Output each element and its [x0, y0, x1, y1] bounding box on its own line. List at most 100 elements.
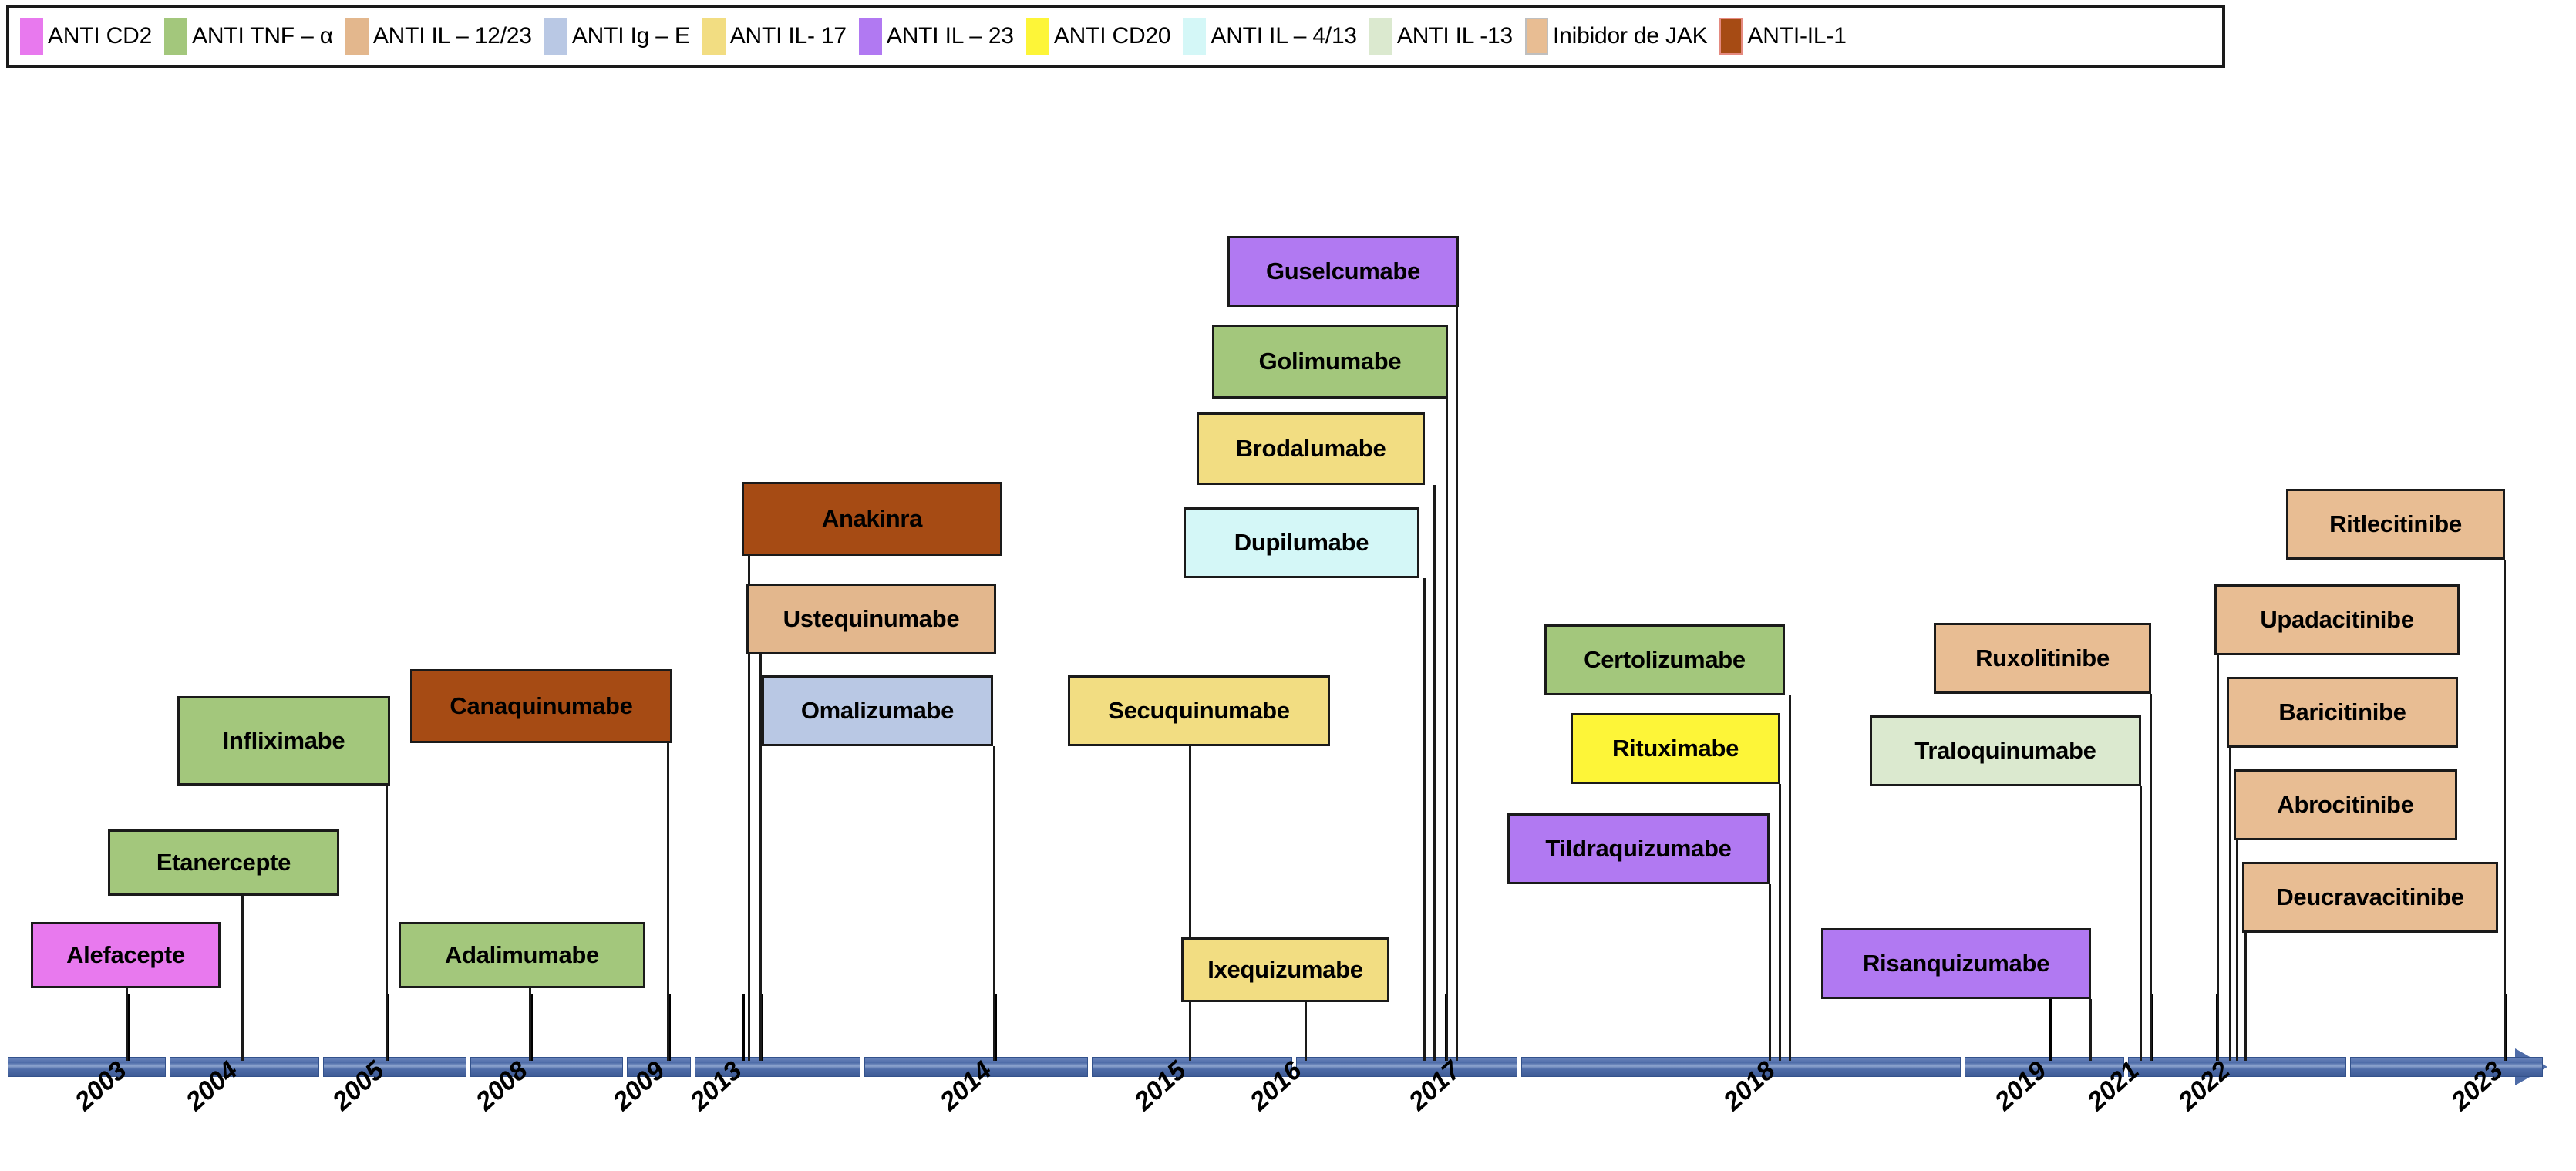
- drug-box-deucravacitinibe[interactable]: Deucravacitinibe: [2242, 862, 2498, 933]
- axis-segment: [1296, 1057, 1517, 1077]
- drug-box-rituximabe[interactable]: Rituximabe: [1571, 713, 1780, 784]
- legend-item: ANTI CD2: [20, 18, 163, 55]
- connector-stem: [2217, 655, 2219, 1061]
- year-tick: [668, 994, 671, 1061]
- legend-item: ANTI IL- 17: [702, 18, 857, 55]
- axis-segment: [1965, 1057, 2124, 1077]
- drug-box-baricitinibe[interactable]: Baricitinibe: [2227, 677, 2458, 748]
- axis-segment: [323, 1057, 466, 1077]
- legend-item-label: ANTI IL- 17: [729, 23, 847, 49]
- connector-stem: [1789, 695, 1791, 1061]
- connector-stem: [1305, 1002, 1307, 1061]
- legend-swatch-icon: [1719, 18, 1743, 55]
- year-tick: [530, 994, 533, 1061]
- axis-segment: [470, 1057, 623, 1077]
- drug-box-adalimumabe[interactable]: Adalimumabe: [399, 922, 645, 988]
- legend-item: ANTI IL – 23: [858, 18, 1025, 55]
- drug-box-ritlecitinibe[interactable]: Ritlecitinibe: [2286, 489, 2505, 560]
- connector-stem: [386, 786, 388, 1061]
- legend-item-label: ANTI CD20: [1053, 23, 1171, 49]
- legend-swatch-icon: [544, 18, 567, 55]
- drug-box-tildraquizumabe[interactable]: Tildraquizumabe: [1507, 813, 1770, 884]
- legend-item-label: ANTI Ig – E: [571, 23, 690, 49]
- drug-box-traloquinumabe[interactable]: Traloquinumabe: [1870, 715, 2141, 786]
- connector-stem: [2229, 748, 2231, 1061]
- legend-item: ANTI Ig – E: [544, 18, 701, 55]
- legend-item-label: ANTI TNF – α: [192, 23, 333, 49]
- drug-box-certolizumabe[interactable]: Certolizumabe: [1544, 624, 1785, 695]
- connector-stem: [1456, 307, 1458, 1061]
- connector-stem: [2236, 840, 2238, 1061]
- drug-box-brodalumabe[interactable]: Brodalumabe: [1197, 412, 1425, 485]
- connector-stem: [993, 746, 995, 1061]
- connector-stem: [241, 896, 244, 1061]
- legend-item: Inibidor de JAK: [1525, 18, 1718, 55]
- legend-panel: ANTI CD2 ANTI TNF – α ANTI IL – 12/23 ANTI …: [6, 5, 2225, 68]
- drug-box-anakinra[interactable]: Anakinra: [742, 482, 1002, 556]
- legend-item-label: ANTI-IL-1: [1747, 23, 1847, 49]
- drug-box-secuquinumabe[interactable]: Secuquinumabe: [1068, 675, 1330, 746]
- axis-segment: [1092, 1057, 1292, 1077]
- year-tick: [995, 994, 997, 1061]
- legend-item: ANTI CD20: [1025, 18, 1182, 55]
- drug-box-upadacitinibe[interactable]: Upadacitinibe: [2214, 584, 2460, 655]
- connector-stem: [1433, 485, 1436, 1061]
- drug-box-alefacepte[interactable]: Alefacepte: [31, 922, 221, 988]
- drug-box-golimumabe[interactable]: Golimumabe: [1212, 325, 1448, 399]
- legend-item: ANTI TNF – α: [164, 18, 344, 55]
- timeline-axis: [8, 1048, 2547, 1085]
- drug-box-ixequizumabe[interactable]: Ixequizumabe: [1181, 937, 1389, 1002]
- axis-segment: [864, 1057, 1088, 1077]
- legend-item: ANTI-IL-1: [1719, 18, 1857, 55]
- legend-swatch-icon: [1183, 18, 1207, 55]
- legend-item-label: ANTI IL – 12/23: [372, 23, 532, 49]
- legend-item-label: ANTI CD2: [48, 23, 153, 49]
- year-tick: [387, 994, 389, 1061]
- legend-swatch-icon: [1025, 18, 1049, 55]
- connector-stem: [667, 743, 669, 1061]
- legend-item: ANTI IL -13: [1369, 18, 1524, 55]
- connector-stem: [2504, 560, 2506, 1061]
- drug-box-abrocitinibe[interactable]: Abrocitinibe: [2234, 769, 2457, 840]
- year-tick: [2049, 994, 2052, 1061]
- drug-box-etanercepte[interactable]: Etanercepte: [108, 829, 339, 896]
- connector-stem: [1779, 784, 1781, 1061]
- connector-stem: [2150, 694, 2152, 1061]
- legend-item-label: Inibidor de JAK: [1553, 23, 1708, 49]
- legend-item: ANTI IL – 12/23: [345, 18, 543, 55]
- connector-stem: [1769, 884, 1771, 1061]
- connector-stem: [1446, 399, 1448, 1061]
- connector-stem: [1423, 578, 1426, 1061]
- year-tick: [2151, 994, 2153, 1061]
- legend-swatch-icon: [345, 18, 369, 55]
- legend-item: ANTI IL – 4/13: [1183, 18, 1368, 55]
- year-tick: [128, 994, 130, 1061]
- connector-stem: [748, 556, 750, 1061]
- legend-swatch-icon: [20, 18, 43, 55]
- legend-swatch-icon: [1525, 18, 1548, 55]
- axis-segment: [627, 1057, 691, 1077]
- drug-box-risanquizumabe[interactable]: Risanquizumabe: [1821, 928, 2091, 999]
- legend-swatch-icon: [858, 18, 882, 55]
- connector-stem: [2089, 999, 2092, 1061]
- drug-box-dupilumabe[interactable]: Dupilumabe: [1184, 507, 1419, 578]
- connector-stem: [2140, 786, 2142, 1061]
- drug-box-guselcumabe[interactable]: Guselcumabe: [1227, 236, 1459, 307]
- legend-swatch-icon: [702, 18, 726, 55]
- drug-box-canaquinumabe[interactable]: Canaquinumabe: [410, 669, 672, 743]
- drug-box-infliximabe[interactable]: Infliximabe: [177, 696, 390, 786]
- drug-box-ustequinumabe[interactable]: Ustequinumabe: [746, 584, 996, 654]
- connector-stem: [126, 988, 128, 1061]
- axis-segment: [695, 1057, 860, 1077]
- axis-segment: [8, 1057, 166, 1077]
- legend-item-label: ANTI IL – 4/13: [1211, 23, 1357, 49]
- legend-swatch-icon: [1369, 18, 1392, 55]
- connector-stem: [759, 654, 762, 1061]
- connector-stem: [1189, 746, 1191, 1061]
- axis-segment: [170, 1057, 319, 1077]
- drug-box-omalizumabe[interactable]: Omalizumabe: [762, 675, 993, 746]
- legend-item-label: ANTI IL – 23: [886, 23, 1014, 49]
- drug-box-ruxolitinibe[interactable]: Ruxolitinibe: [1934, 623, 2151, 694]
- connector-stem: [2244, 933, 2247, 1061]
